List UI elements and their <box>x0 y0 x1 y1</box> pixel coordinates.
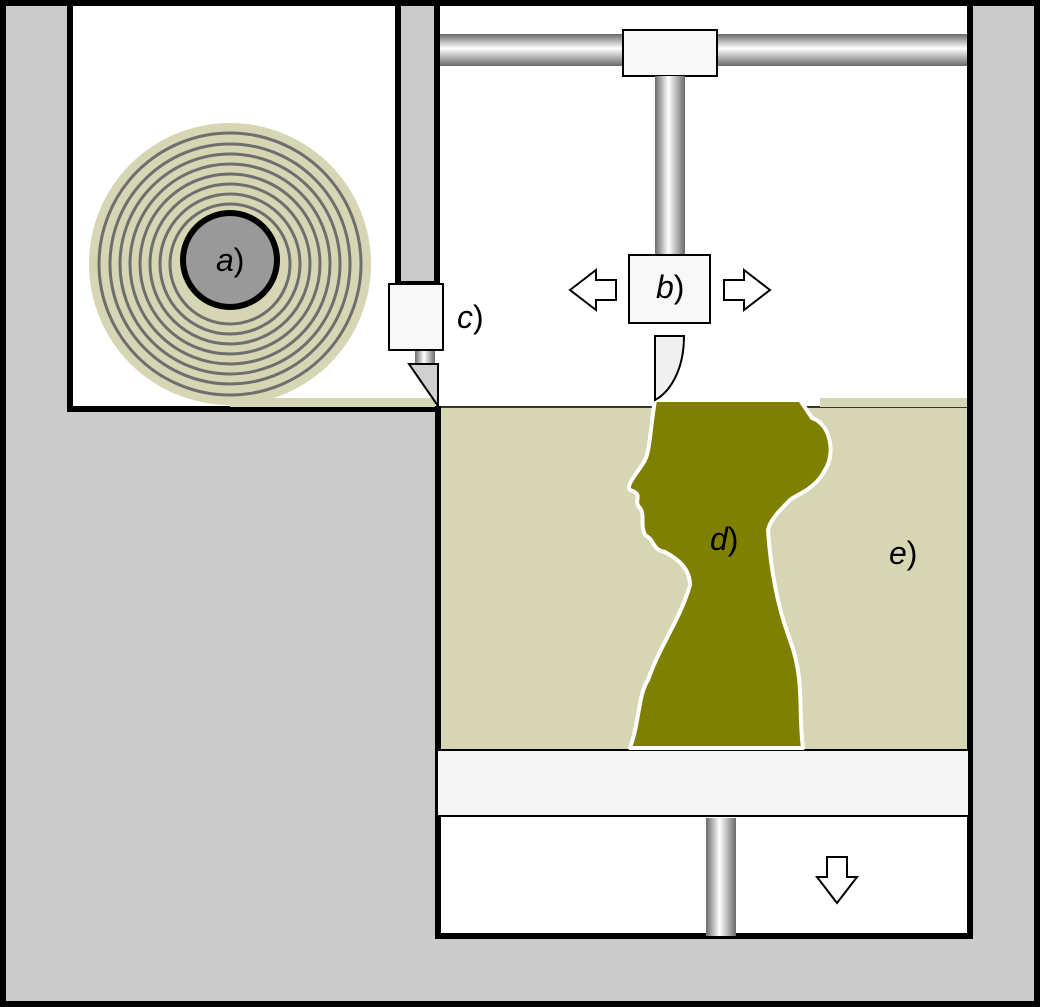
arrow-down-icon <box>814 856 860 905</box>
svg-text:d): d) <box>710 521 738 557</box>
label-c-letter: c <box>457 299 473 335</box>
powder-layer-supply <box>230 398 435 407</box>
spool-core <box>180 210 280 310</box>
powder-layer-right <box>820 398 967 407</box>
label-a-paren: ) <box>234 242 245 278</box>
label-a-letter: a <box>216 242 234 278</box>
printhead-nozzle <box>654 335 686 402</box>
arrow-right-icon <box>723 267 772 313</box>
label-b-letter: b <box>656 269 674 305</box>
svg-text:a): a) <box>216 242 244 278</box>
printhead-rod <box>655 76 685 256</box>
printhead <box>628 254 711 324</box>
arrow-left-icon <box>568 267 617 313</box>
recoater-blade <box>407 363 439 410</box>
platform-piston-rod <box>706 818 736 936</box>
build-platform <box>436 749 970 817</box>
label-d-letter: d <box>710 521 729 557</box>
label-e-letter: e <box>889 535 907 571</box>
roll-icon <box>89 123 371 405</box>
label-d-paren: ) <box>728 521 739 557</box>
svg-text:e): e) <box>889 535 917 571</box>
recoater-rod <box>415 348 435 366</box>
printed-part-bust <box>627 398 833 750</box>
recoater <box>388 283 444 351</box>
gantry-carriage <box>622 29 718 77</box>
label-e-paren: ) <box>907 535 918 571</box>
label-c-paren: ) <box>473 299 484 335</box>
divider-wall <box>395 0 440 287</box>
svg-text:b): b) <box>656 269 684 305</box>
label-b-paren: ) <box>674 269 685 305</box>
svg-text:c): c) <box>457 299 484 335</box>
